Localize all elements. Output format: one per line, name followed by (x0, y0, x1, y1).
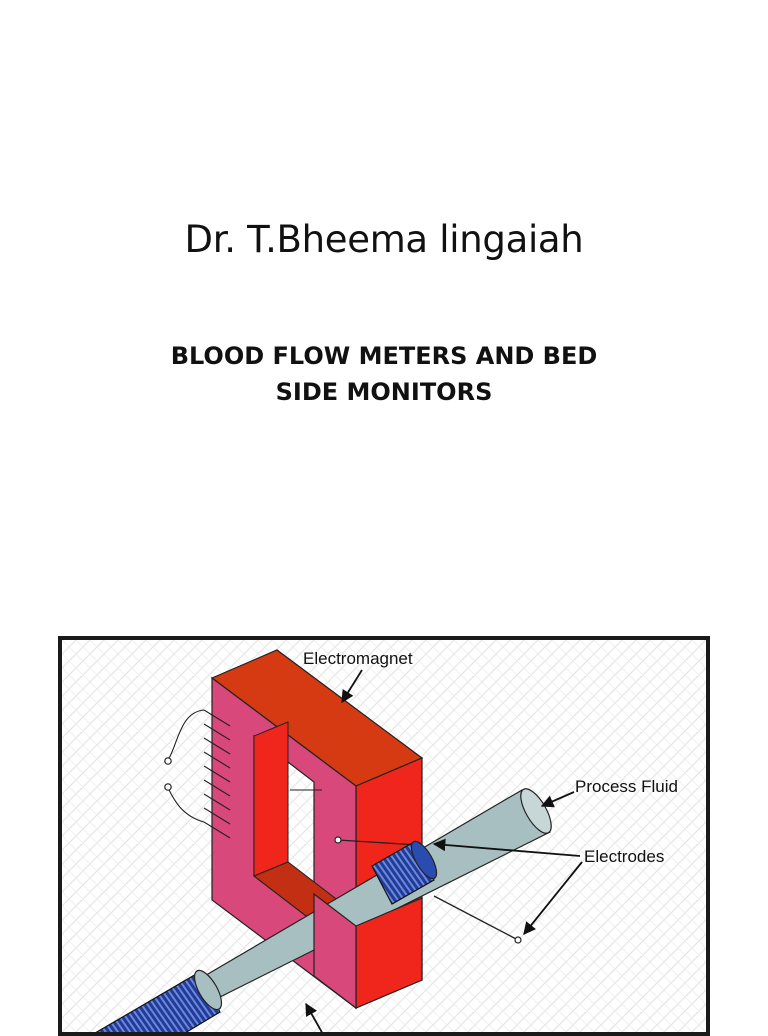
arrow-electromagnet (341, 669, 363, 704)
slide-title: BLOOD FLOW METERS AND BED SIDE MONITORS (134, 338, 634, 410)
coil-terminal-bottom (164, 783, 172, 791)
arrow-process-fluid (540, 791, 575, 808)
arrow-electrode-bottom (523, 861, 583, 935)
label-electrodes: Electrodes (584, 847, 664, 866)
coil-winding (167, 709, 231, 839)
flowmeter-illustration: Electromagnet Process Fluid Electrodes (62, 640, 706, 1032)
label-electromagnet: Electromagnet (303, 649, 413, 668)
slide-title-line-2: SIDE MONITORS (275, 378, 493, 406)
label-process-fluid: Process Fluid (575, 777, 678, 796)
electrode-wires (337, 839, 519, 941)
slide-title-line-1: BLOOD FLOW METERS AND BED (170, 342, 598, 370)
electrode-bottom (514, 936, 522, 944)
author-name: Dr. T.Bheema lingaiah (184, 218, 584, 261)
electrode-top (334, 836, 342, 844)
magnet-lower-pole (313, 892, 423, 1010)
flowmeter-diagram: Electromagnet Process Fluid Electrodes (58, 636, 710, 1036)
coil-terminal-top (164, 757, 172, 765)
arrow-electrode-top (432, 838, 581, 857)
